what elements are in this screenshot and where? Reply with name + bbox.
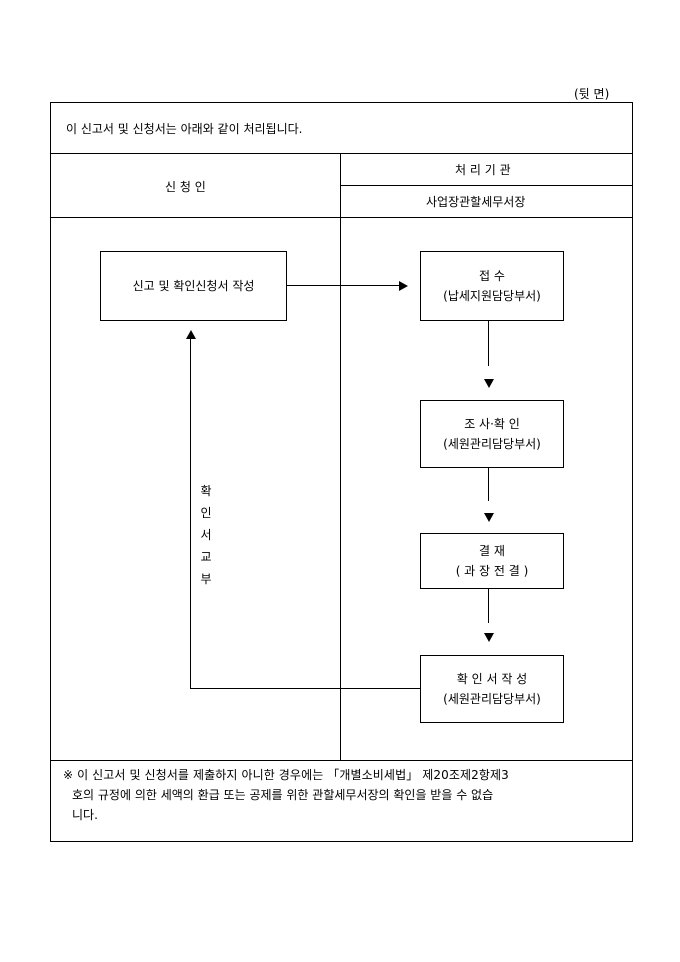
- approve-box: 결 재 ( 과 장 전 결 ): [420, 533, 564, 589]
- agency-divider: [340, 185, 633, 186]
- receive-box: 접 수 (납세지원담당부서): [420, 251, 564, 321]
- page-side-label: (뒷 면): [574, 87, 610, 101]
- apply-box: 신고 및 확인신청서 작성: [100, 251, 287, 321]
- check-dept: (세원관리담당부서): [443, 437, 541, 451]
- submit-arrow-line: [287, 285, 400, 286]
- confirm-box: 확 인 서 작 성 (세원관리담당부서): [420, 655, 564, 723]
- approve-title: 결 재: [479, 544, 505, 558]
- apply-box-label: 신고 및 확인신청서 작성: [132, 279, 255, 293]
- column-divider: [340, 153, 341, 760]
- check-box: 조 사·확 인 (세원관리담당부서): [420, 400, 564, 468]
- arrow-head-3: [484, 633, 494, 642]
- return-line-vertical: [190, 339, 191, 688]
- footnote-divider: [50, 760, 633, 761]
- intro-divider: [50, 153, 633, 154]
- return-line-horizontal: [190, 688, 420, 689]
- footnote-line-2: 호의 규정에 의한 세액의 환급 또는 공제를 위한 관할세무서장의 확인을 받…: [72, 788, 494, 802]
- delivery-char: 교: [200, 550, 212, 564]
- receive-title: 접 수: [479, 269, 505, 283]
- check-title: 조 사·확 인: [464, 417, 520, 431]
- delivery-label: 확 인 서 교 부: [196, 480, 216, 590]
- footnote-line-1: ※ 이 신고서 및 신청서를 제출하지 아니한 경우에는 「개별소비세법」 제2…: [63, 768, 509, 782]
- delivery-char: 확: [200, 484, 212, 498]
- return-arrow-head: [186, 330, 196, 339]
- delivery-char: 서: [200, 528, 212, 542]
- receive-dept: (납세지원담당부서): [443, 289, 541, 303]
- intro-text: 이 신고서 및 신청서는 아래와 같이 처리됩니다.: [66, 122, 303, 136]
- applicant-header: 신 청 인: [165, 180, 206, 194]
- delivery-char: 부: [200, 572, 212, 586]
- footnote-line-3: 니다.: [72, 808, 98, 822]
- arrow-head-1: [484, 379, 494, 388]
- form-frame: [50, 102, 633, 842]
- approve-dept: ( 과 장 전 결 ): [455, 564, 529, 578]
- office-header: 사업장관할세무서장: [426, 195, 526, 209]
- confirm-dept: (세원관리담당부서): [443, 692, 541, 706]
- header-divider: [50, 217, 633, 218]
- agency-header: 처 리 기 관: [455, 163, 511, 177]
- arrow-head-2: [484, 513, 494, 522]
- arrow-line-3: [488, 589, 489, 623]
- delivery-char: 인: [200, 506, 212, 520]
- submit-arrow-head: [399, 281, 408, 291]
- confirm-title: 확 인 서 작 성: [456, 672, 528, 686]
- arrow-line-1: [488, 321, 489, 366]
- arrow-line-2: [488, 468, 489, 501]
